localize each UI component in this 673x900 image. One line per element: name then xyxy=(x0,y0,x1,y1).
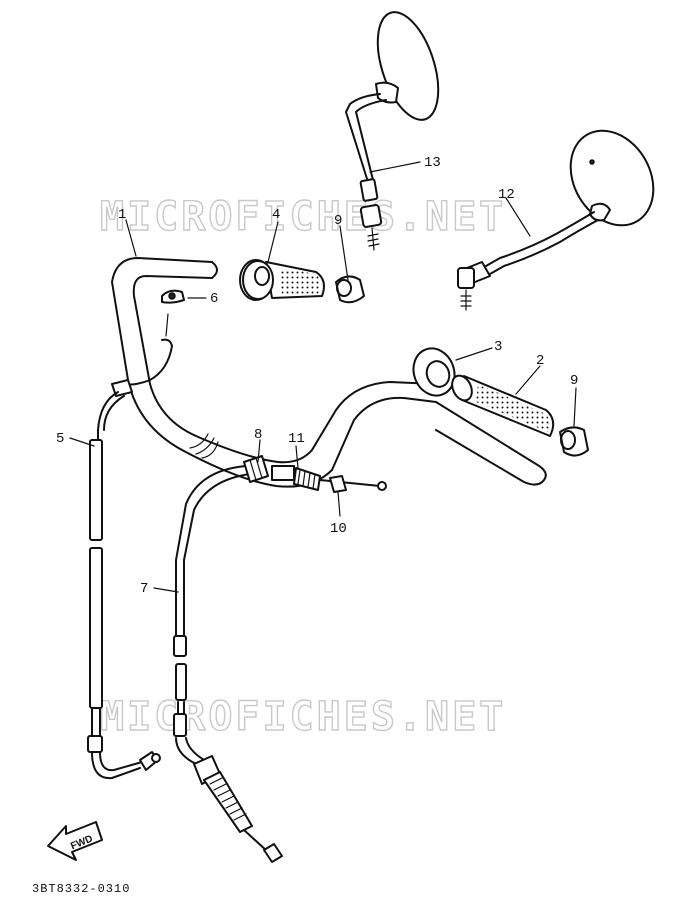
cable-adjuster xyxy=(243,455,387,493)
callout-5: 5 xyxy=(56,431,64,447)
bar-end-top xyxy=(335,275,365,304)
callout-3: 3 xyxy=(494,339,502,355)
callout-7: 7 xyxy=(140,581,148,597)
callout-8: 8 xyxy=(254,427,262,443)
cable-clamp xyxy=(161,289,185,304)
mirror-left xyxy=(345,11,440,251)
callout-9-top: 9 xyxy=(334,213,342,229)
callout-10: 10 xyxy=(330,521,347,537)
handle-grip xyxy=(451,374,555,437)
callout-4: 4 xyxy=(272,207,280,223)
throttle-cable xyxy=(173,465,283,863)
watermark-bottom: MICROFICHES.NET xyxy=(100,694,506,740)
bar-end-right xyxy=(559,426,589,457)
callout-13: 13 xyxy=(424,155,441,171)
callout-1: 1 xyxy=(118,207,126,223)
fwd-arrow-icon: FWD xyxy=(47,821,103,861)
mirror-right xyxy=(457,129,655,311)
callout-6: 6 xyxy=(210,291,218,307)
callout-9-right: 9 xyxy=(570,373,578,389)
leader-lines xyxy=(69,161,577,593)
diagram-code: 3BT8332-0310 xyxy=(32,882,130,896)
callout-12: 12 xyxy=(498,187,515,203)
throttle-grip xyxy=(239,259,325,301)
grip-collar xyxy=(412,347,456,397)
clutch-cable xyxy=(87,313,173,780)
callout-11: 11 xyxy=(288,431,305,447)
watermark-top: MICROFICHES.NET xyxy=(100,194,506,240)
callout-2: 2 xyxy=(536,353,544,369)
